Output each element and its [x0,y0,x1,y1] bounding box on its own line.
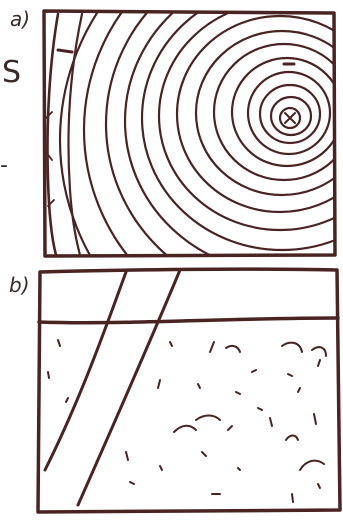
growth-rings [45,12,334,255]
pore-mark [251,369,257,373]
pore-mark [297,387,301,393]
ring-9 [157,12,334,232]
panel-a-frame [42,9,337,258]
pore-mark [291,493,294,503]
pore-mark [269,417,273,427]
bark-line-inner [67,12,84,255]
pore-mark [157,379,161,389]
ring-5 [230,56,334,168]
pore-mark [47,371,50,379]
ring-3 [258,83,322,145]
band-line-upper [37,316,340,325]
pore-mark [287,373,293,377]
pore-mark [317,359,321,367]
pore-mark [195,414,221,421]
pore-mark [173,424,197,433]
ring-6 [212,42,334,182]
pore-mark [209,341,215,353]
pore-mark [237,467,241,471]
bark-tick [56,48,74,54]
ring-2 [269,95,313,137]
ring-12 [104,12,334,255]
pore-mark [257,407,263,411]
pore-mark [129,481,135,485]
ring-13 [82,12,334,255]
diagonal-left [43,270,128,472]
pore-mark [285,434,299,441]
pore-mark [159,465,163,471]
pore-mark [125,451,129,461]
bark-line-outer [46,12,60,255]
bark-tick-2 [45,111,55,207]
pore-mark [311,346,327,357]
pore-mark [235,391,241,395]
pore-mark [201,451,207,457]
ring-10 [140,12,334,252]
pore-marks [47,339,327,503]
panel-a-label: a) [10,7,30,31]
pore-mark [313,413,317,425]
pore-mark [225,344,241,353]
margin-mark-s: S [2,55,21,90]
pore-mark [299,459,325,471]
ring-1 [278,106,302,130]
panel-b-label: b) [9,273,30,297]
ring-14 [58,12,334,255]
pore-mark [197,383,201,389]
ring-4 [246,70,332,156]
ring-8 [175,14,334,214]
pore-mark [317,483,321,489]
pore-mark [281,341,303,353]
panel-b: b) [9,267,342,514]
panel-b-frame [36,267,342,514]
pore-mark [57,339,61,347]
margin-mark-dash: - [0,153,8,178]
pith-x-icon [284,112,296,124]
pore-mark [169,341,173,347]
pore-mark [227,425,233,431]
ring-11 [123,12,334,255]
ring-7 [194,29,334,197]
panel-a: a) [10,7,337,258]
pore-mark [65,397,69,403]
diagonal-right [76,268,182,507]
